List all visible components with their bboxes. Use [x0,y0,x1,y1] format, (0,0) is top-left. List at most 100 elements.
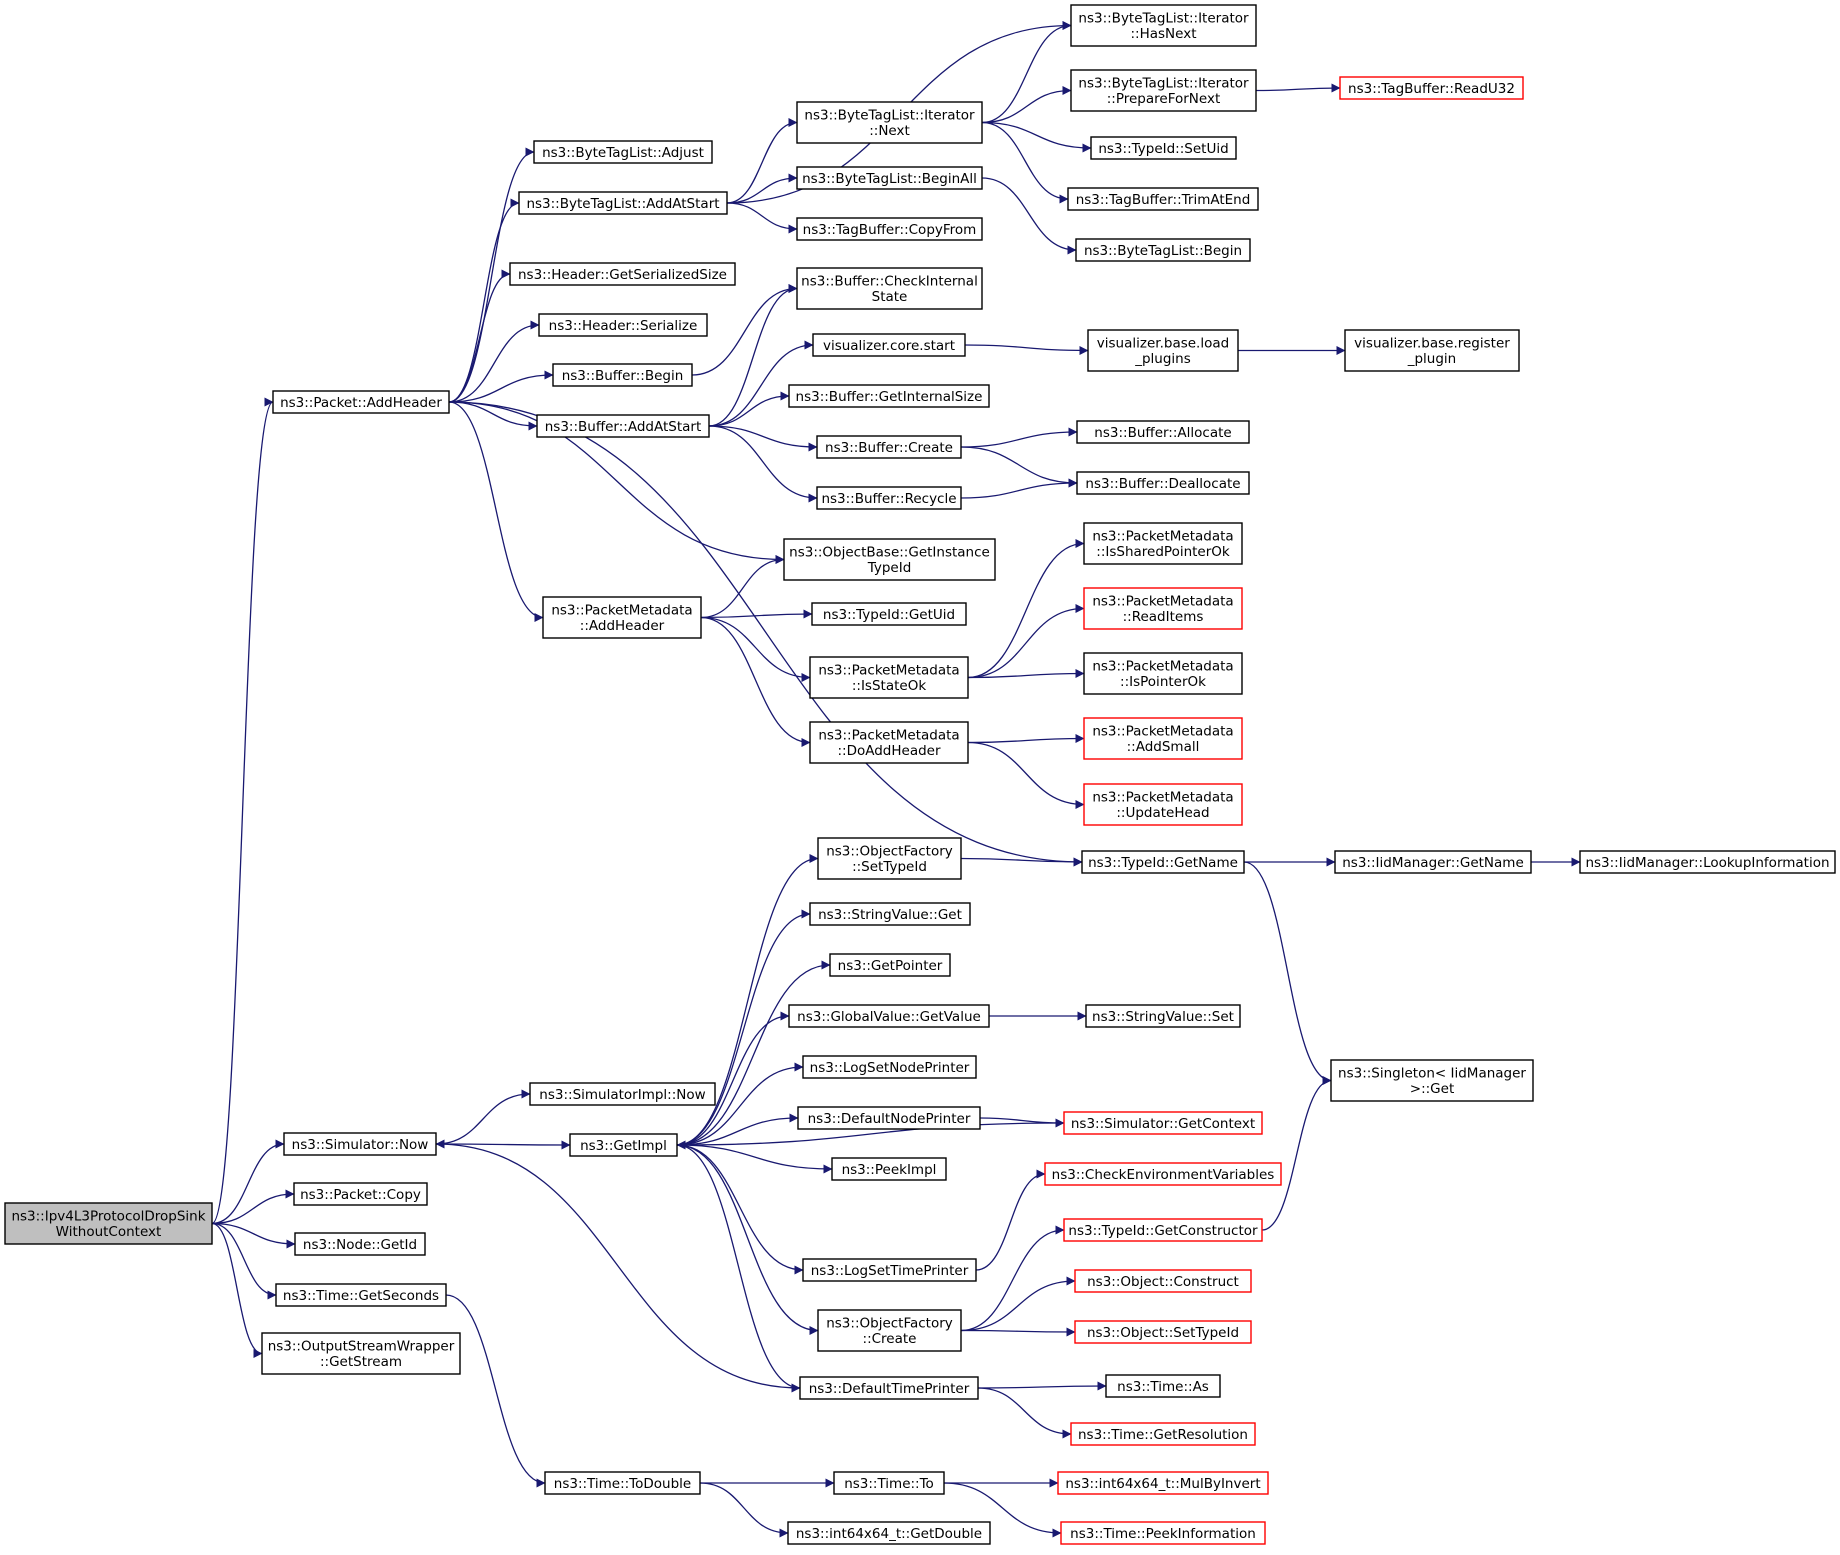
node-simulator-now[interactable]: ns3::Simulator::Now [283,1132,437,1156]
node-box [788,1004,990,1028]
edge-buffer-recycle-to-buffer-deallocate [960,478,1078,499]
edge-line [960,478,1078,499]
node-header-serialize[interactable]: ns3::Header::Serialize [538,313,708,337]
node-int64-mulbyinvert[interactable]: ns3::int64x64_t::MulByInvert [1057,1471,1269,1495]
node-btli-next[interactable]: ns3::ByteTagList::Iterator::Next [796,101,983,144]
node-simulator-getcontext[interactable]: ns3::Simulator::GetContext [1063,1111,1263,1135]
node-box [552,363,693,387]
node-packet-copy[interactable]: ns3::Packet::Copy [293,1182,428,1206]
node-box [518,191,728,215]
node-label: ns3::PacketMetadata [1092,529,1233,545]
node-tagbuffer-trimatend[interactable]: ns3::TagBuffer::TrimAtEnd [1067,187,1259,211]
node-btl-beginall[interactable]: ns3::ByteTagList::BeginAll [796,166,983,190]
edge-line [676,1011,790,1146]
edge-line [1243,861,1332,1085]
node-box [809,656,969,699]
node-label: ns3::PacketMetadata [1092,659,1233,675]
edge-btl-addatstart-to-tagbuffer-copyfrom [726,202,798,234]
node-header-getsize[interactable]: ns3::Header::GetSerializedSize [509,262,736,286]
node-buffer-create[interactable]: ns3::Buffer::Create [816,435,962,459]
node-globalvalue-getvalue[interactable]: ns3::GlobalValue::GetValue [788,1004,990,1028]
node-vis-load-plugins[interactable]: visualizer.base.load_plugins [1087,329,1239,372]
node-pm-addheader[interactable]: ns3::PacketMetadata::AddHeader [542,596,702,639]
node-time-getresolution[interactable]: ns3::Time::GetResolution [1070,1422,1256,1446]
node-time-getseconds[interactable]: ns3::Time::GetSeconds [275,1283,447,1307]
node-label: ::UpdateHead [1116,805,1209,821]
node-packet-addheader[interactable]: ns3::Packet::AddHeader [272,390,450,414]
node-vis-core-start[interactable]: visualizer.core.start [812,333,966,357]
node-singleton-get[interactable]: ns3::Singleton< IidManager>::Get [1330,1059,1534,1102]
node-label: ::DoAddHeader [837,743,940,759]
node-buffer-recycle[interactable]: ns3::Buffer::Recycle [816,486,962,510]
node-btli-hasnext[interactable]: ns3::ByteTagList::Iterator::HasNext [1070,4,1257,47]
node-buffer-addatstart[interactable]: ns3::Buffer::AddAtStart [536,414,710,438]
node-checkenv[interactable]: ns3::CheckEnvironmentVariables [1044,1162,1282,1186]
node-defaultnodeprinter[interactable]: ns3::DefaultNodePrinter [797,1106,981,1130]
node-tagbuffer-readu32[interactable]: ns3::TagBuffer::ReadU32 [1339,76,1524,100]
node-getimpl[interactable]: ns3::GetImpl [569,1133,678,1157]
node-node-getid[interactable]: ns3::Node::GetId [294,1232,426,1256]
edge-pm-isstateok-to-pm-readitems [967,604,1085,679]
node-pm-doaddheader[interactable]: ns3::PacketMetadata::DoAddHeader [809,721,969,764]
edge-getimpl-to-stringvalue-get [676,909,811,1146]
node-buffer-deallocate[interactable]: ns3::Buffer::Deallocate [1076,471,1250,495]
node-defaulttimeprinter[interactable]: ns3::DefaultTimePrinter [799,1376,979,1400]
edge-time-getseconds-to-time-todouble [445,1294,546,1488]
node-typeid-getuid[interactable]: ns3::TypeId::GetUid [811,602,967,626]
node-label: ns3::Header::GetSerializedSize [518,267,727,283]
node-typeid-getname[interactable]: ns3::TypeId::GetName [1081,850,1245,874]
node-object-construct[interactable]: ns3::Object::Construct [1074,1269,1252,1293]
node-label: ns3::ObjectBase::GetInstance [789,545,990,561]
node-btl-addatstart[interactable]: ns3::ByteTagList::AddAtStart [518,191,728,215]
node-stringvalue-get[interactable]: ns3::StringValue::Get [809,902,971,926]
node-logsetnodeprinter[interactable]: ns3::LogSetNodePrinter [802,1055,977,1079]
node-buffer-getinternalsize[interactable]: ns3::Buffer::GetInternalSize [788,384,990,408]
node-box [1083,717,1243,760]
node-label: ns3::Buffer::CheckInternal [801,274,978,290]
edge-packet-addheader-to-btl-addatstart [448,198,520,403]
node-pm-isstateok[interactable]: ns3::PacketMetadata::IsStateOk [809,656,969,699]
node-tagbuffer-copyfrom[interactable]: ns3::TagBuffer::CopyFrom [796,217,983,241]
node-box [1087,329,1239,372]
node-time-as[interactable]: ns3::Time::As [1105,1374,1221,1398]
node-of-settypeid[interactable]: ns3::ObjectFactory::SetTypeId [817,837,962,880]
node-btl-adjust[interactable]: ns3::ByteTagList::Adjust [533,140,713,164]
edge-line [981,121,1092,153]
edge-btli-next-to-typeid-setuid [981,121,1092,153]
node-time-todouble[interactable]: ns3::Time::ToDouble [544,1471,701,1495]
node-box [542,596,702,639]
node-box [569,1133,678,1157]
node-typeid-setuid[interactable]: ns3::TypeId::SetUid [1090,136,1237,160]
node-logsettimeprinter[interactable]: ns3::LogSetTimePrinter [802,1258,977,1282]
edge-line [726,118,798,204]
edge-line [435,1139,801,1389]
node-object-settypeid[interactable]: ns3::Object::SetTypeId [1074,1320,1252,1344]
node-pm-readitems[interactable]: ns3::PacketMetadata::ReadItems [1083,587,1243,630]
node-time-peekinfo[interactable]: ns3::Time::PeekInformation [1060,1521,1266,1545]
node-iid-getname[interactable]: ns3::IidManager::GetName [1334,850,1532,874]
node-buffer-begin[interactable]: ns3::Buffer::Begin [552,363,693,387]
node-btli-preparefornext[interactable]: ns3::ByteTagList::Iterator::PrepareForNe… [1070,69,1257,112]
node-pm-updatehead[interactable]: ns3::PacketMetadata::UpdateHead [1083,783,1243,826]
node-simimpl-now[interactable]: ns3::SimulatorImpl::Now [529,1082,716,1106]
node-getpointer[interactable]: ns3::GetPointer [829,953,951,977]
node-typeid-getconstructor[interactable]: ns3::TypeId::GetConstructor [1063,1218,1263,1242]
node-btl-begin[interactable]: ns3::ByteTagList::Begin [1075,238,1251,262]
node-osw-getstream[interactable]: ns3::OutputStreamWrapper::GetStream [261,1332,461,1375]
node-peekimpl[interactable]: ns3::PeekImpl [831,1157,947,1181]
node-vis-register-plugin[interactable]: visualizer.base.register_plugin [1344,329,1520,372]
node-iid-lookup[interactable]: ns3::IidManager::LookupInformation [1579,850,1836,874]
edge-line [435,1140,571,1150]
node-buffer-allocate[interactable]: ns3::Buffer::Allocate [1076,420,1250,444]
node-pm-ispointerok[interactable]: ns3::PacketMetadata::IsPointerOk [1083,652,1243,695]
node-pm-addsmall[interactable]: ns3::PacketMetadata::AddSmall [1083,717,1243,760]
node-stringvalue-set[interactable]: ns3::StringValue::Set [1085,1004,1241,1028]
node-box [833,1471,945,1495]
node-root[interactable]: ns3::Ipv4L3ProtocolDropSinkWithoutContex… [4,1202,213,1245]
node-time-to[interactable]: ns3::Time::To [833,1471,945,1495]
node-of-create[interactable]: ns3::ObjectFactory::Create [817,1309,962,1352]
node-int64-getdouble[interactable]: ns3::int64x64_t::GetDouble [787,1521,991,1545]
node-pm-issharedpointerok[interactable]: ns3::PacketMetadata::IsSharedPointerOk [1083,522,1243,565]
